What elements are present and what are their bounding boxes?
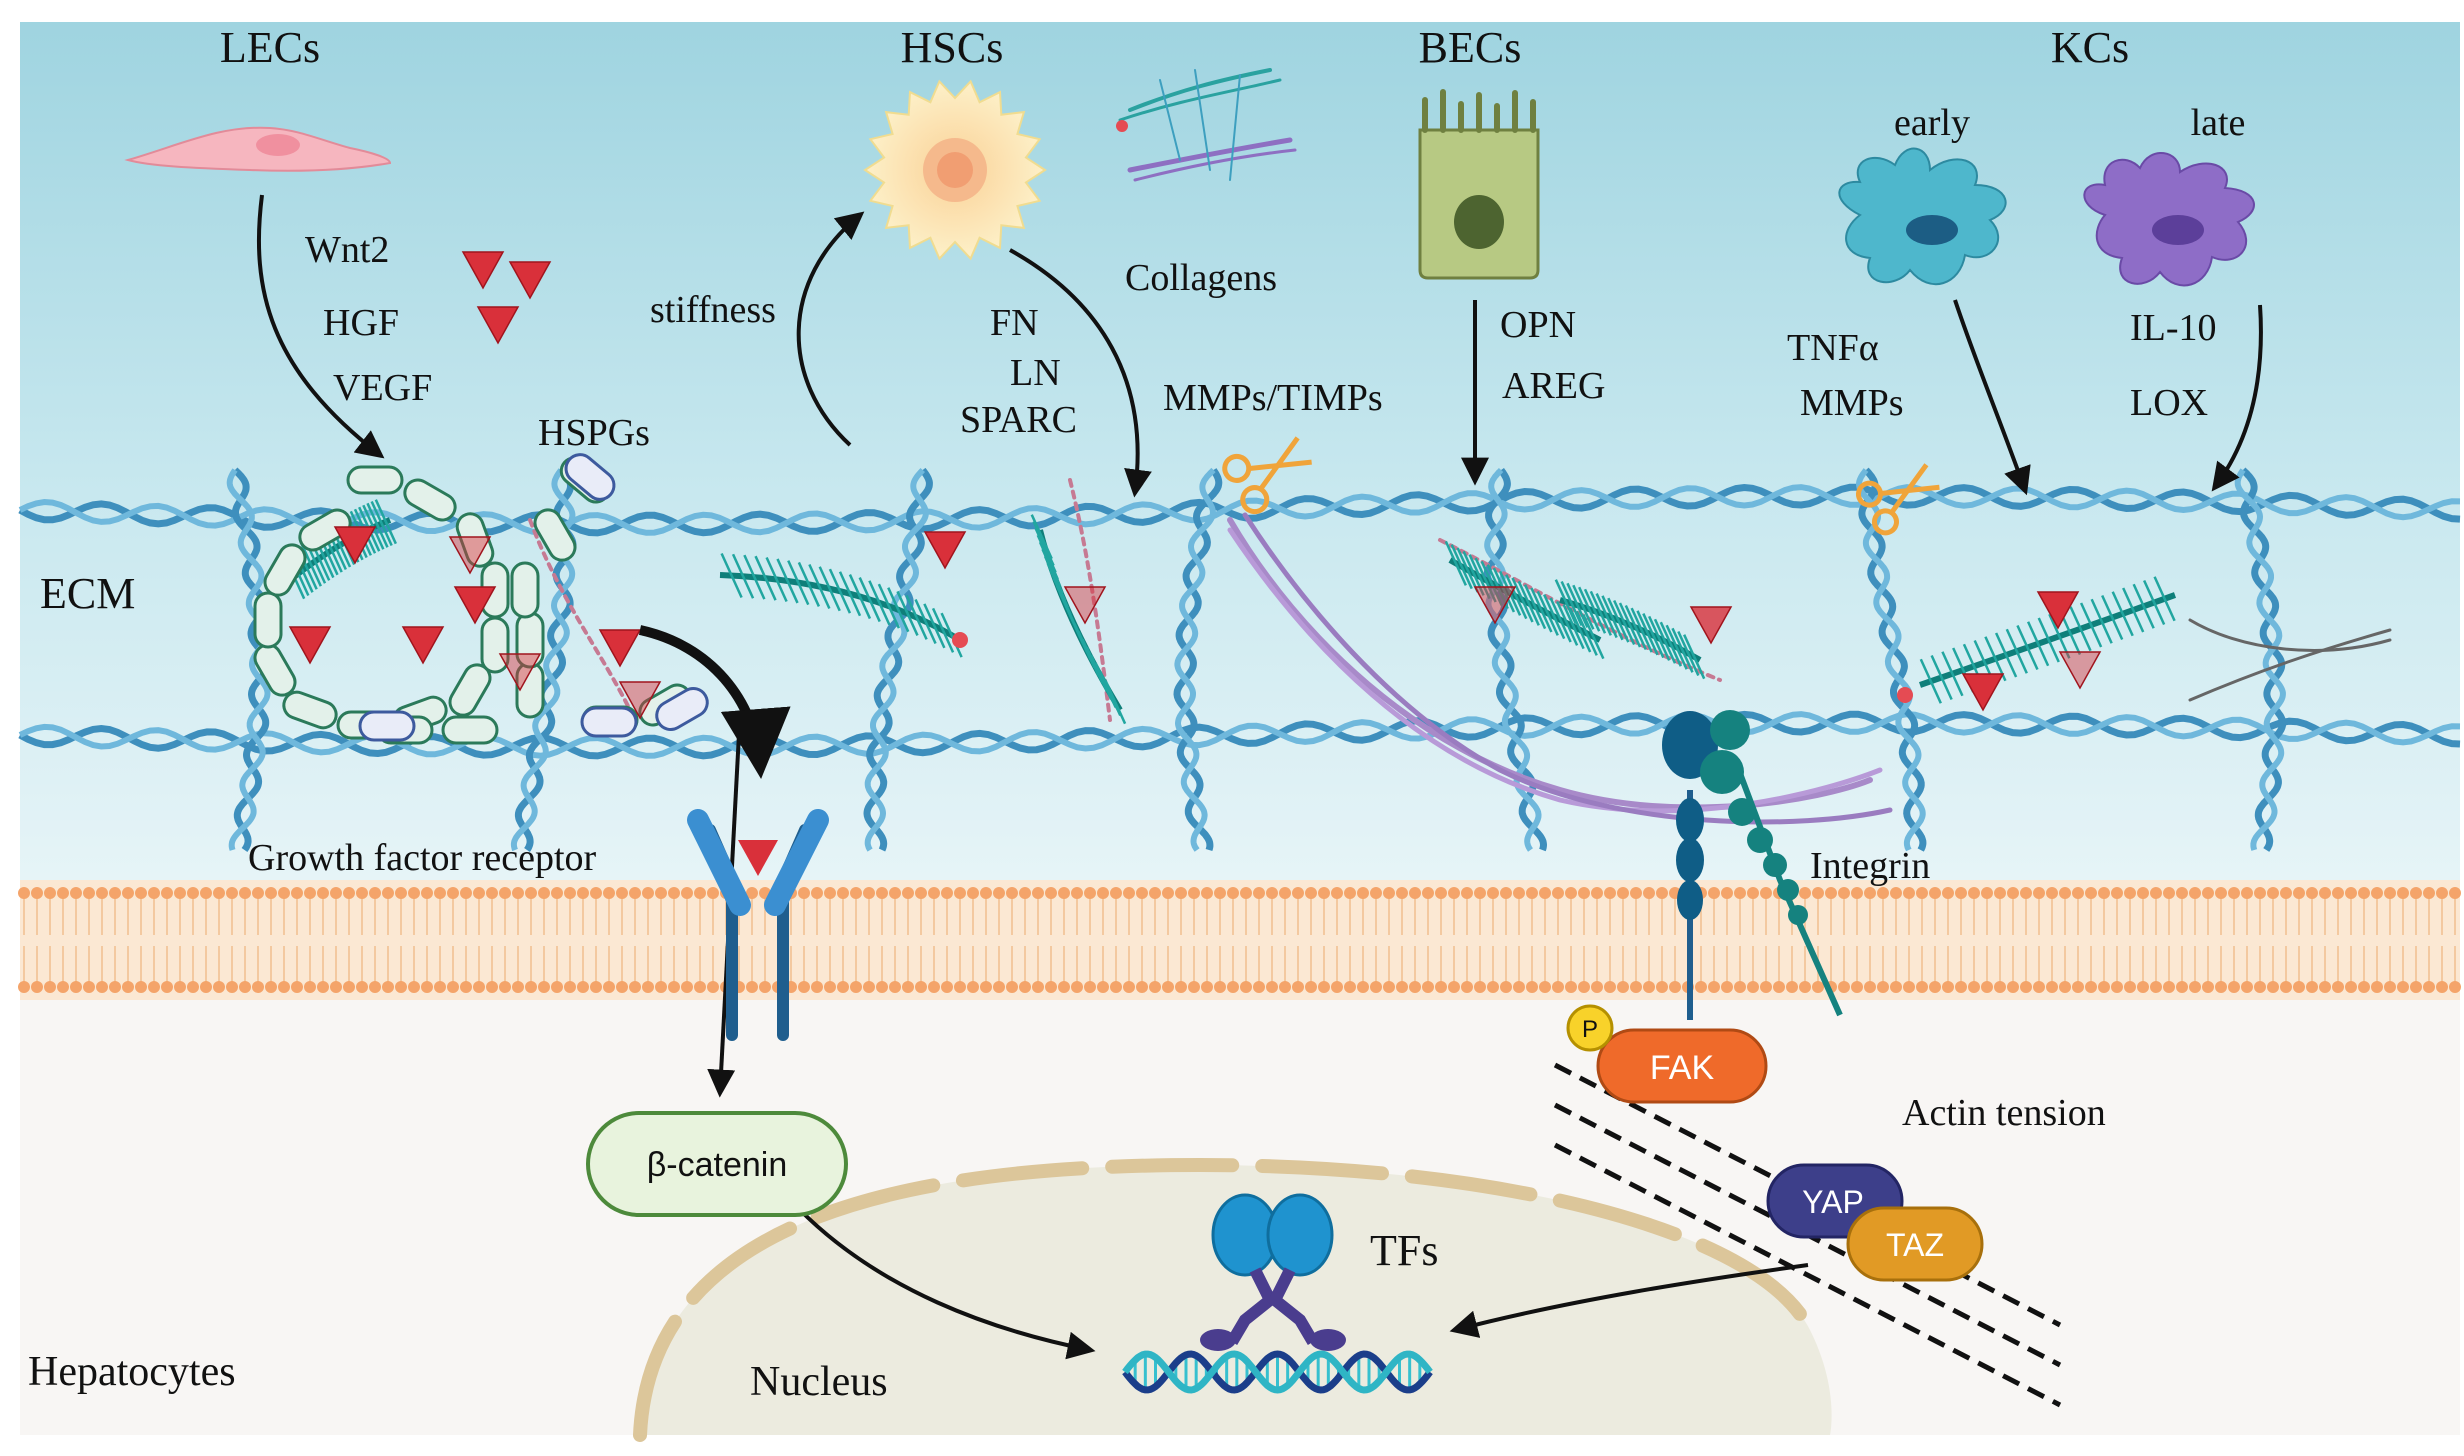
- fibronectin-fibers: [265, 499, 2177, 725]
- scissors-icon: [1855, 463, 1940, 536]
- label-areg: AREG: [1502, 365, 1605, 407]
- arrow-kc-early-ecm: [1953, 299, 2031, 496]
- labels: LECs HSCs BECs KCs early late Wnt2 HGF V…: [28, 23, 2245, 1405]
- dna-icon: [1122, 1350, 1433, 1394]
- label-hscs: HSCs: [901, 23, 1004, 72]
- label-hepatocytes: Hepatocytes: [28, 1349, 236, 1395]
- growth-factor-triangles: [288, 251, 2102, 720]
- kc-early-cell-icon: [1838, 147, 2007, 286]
- label-beta-catenin: β-catenin: [647, 1146, 788, 1184]
- label-tnfa: TNFα: [1787, 327, 1879, 369]
- nucleus: [633, 1157, 1832, 1442]
- matrix-fibrils: [528, 478, 2392, 825]
- label-collagens: Collagens: [1125, 257, 1277, 299]
- arrow-stiffness-hsc: [796, 211, 865, 447]
- label-actin-tension: Actin tension: [1902, 1092, 2106, 1134]
- label-fn: FN: [990, 302, 1039, 344]
- label-lox: LOX: [2130, 382, 2208, 424]
- label-kcs-early: early: [1894, 102, 1970, 144]
- bec-cell-icon: [1418, 89, 1540, 280]
- yap-taz-complex: [1766, 1163, 1984, 1282]
- collagen-bundle-icon: [1116, 68, 1297, 182]
- label-integrin: Integrin: [1810, 845, 1930, 887]
- integrin-icon: [1662, 710, 1843, 1020]
- label-hgf: HGF: [323, 302, 399, 344]
- label-nucleus: Nucleus: [750, 1359, 888, 1405]
- label-opn: OPN: [1500, 304, 1576, 346]
- label-yap: YAP: [1802, 1184, 1864, 1220]
- arrow-hsc-ecm: [1009, 248, 1152, 498]
- collagen-fibers: [18, 467, 2461, 852]
- label-becs: BECs: [1419, 23, 1522, 72]
- scissors-icon: [1222, 436, 1312, 515]
- label-il10: IL-10: [2130, 307, 2217, 349]
- arrow-yap-taz-nucleus: [1449, 1263, 1809, 1338]
- label-sparc: SPARC: [960, 399, 1077, 441]
- transcription-factor-icon: [1200, 1193, 1346, 1351]
- arrow-kc-late-ecm: [2211, 304, 2263, 492]
- arrow-hspg-receptor: [638, 625, 791, 779]
- label-wnt2: Wnt2: [305, 229, 389, 271]
- label-mmps-timps: MMPs/TIMPs: [1163, 377, 1383, 419]
- hsc-cell-icon: [863, 79, 1047, 261]
- kc-late-cell-icon: [2083, 151, 2255, 287]
- label-ecm: ECM: [40, 569, 135, 618]
- label-lecs: LECs: [220, 23, 320, 72]
- label-kcs-late: late: [2191, 102, 2246, 144]
- arrow-beta-catenin-nucleus: [798, 1208, 1096, 1360]
- lec-cell-icon: [124, 126, 392, 172]
- beta-catenin-protein: [586, 1111, 848, 1217]
- label-taz: TAZ: [1886, 1227, 1944, 1263]
- arrow-lec-ecm: [256, 194, 385, 459]
- signaling-arrows: [256, 194, 2263, 1360]
- growth-factor-receptor-icon: [687, 809, 829, 1041]
- label-tfs: TFs: [1370, 1226, 1438, 1275]
- label-vegf: VEGF: [333, 367, 432, 409]
- label-ln: LN: [1010, 352, 1061, 394]
- cell-membrane: [18, 880, 2461, 1000]
- label-mmps: MMPs: [1800, 382, 1904, 424]
- label-growth-factor-receptor: Growth factor receptor: [248, 837, 597, 879]
- label-fak: FAK: [1650, 1049, 1715, 1087]
- hspg-chain: [253, 453, 709, 745]
- label-kcs: KCs: [2051, 23, 2129, 72]
- label-phospho: P: [1582, 1016, 1598, 1043]
- fak-protein: [1566, 1004, 1768, 1104]
- label-hspgs: HSPGs: [538, 412, 650, 454]
- label-stiffness: stiffness: [650, 289, 776, 331]
